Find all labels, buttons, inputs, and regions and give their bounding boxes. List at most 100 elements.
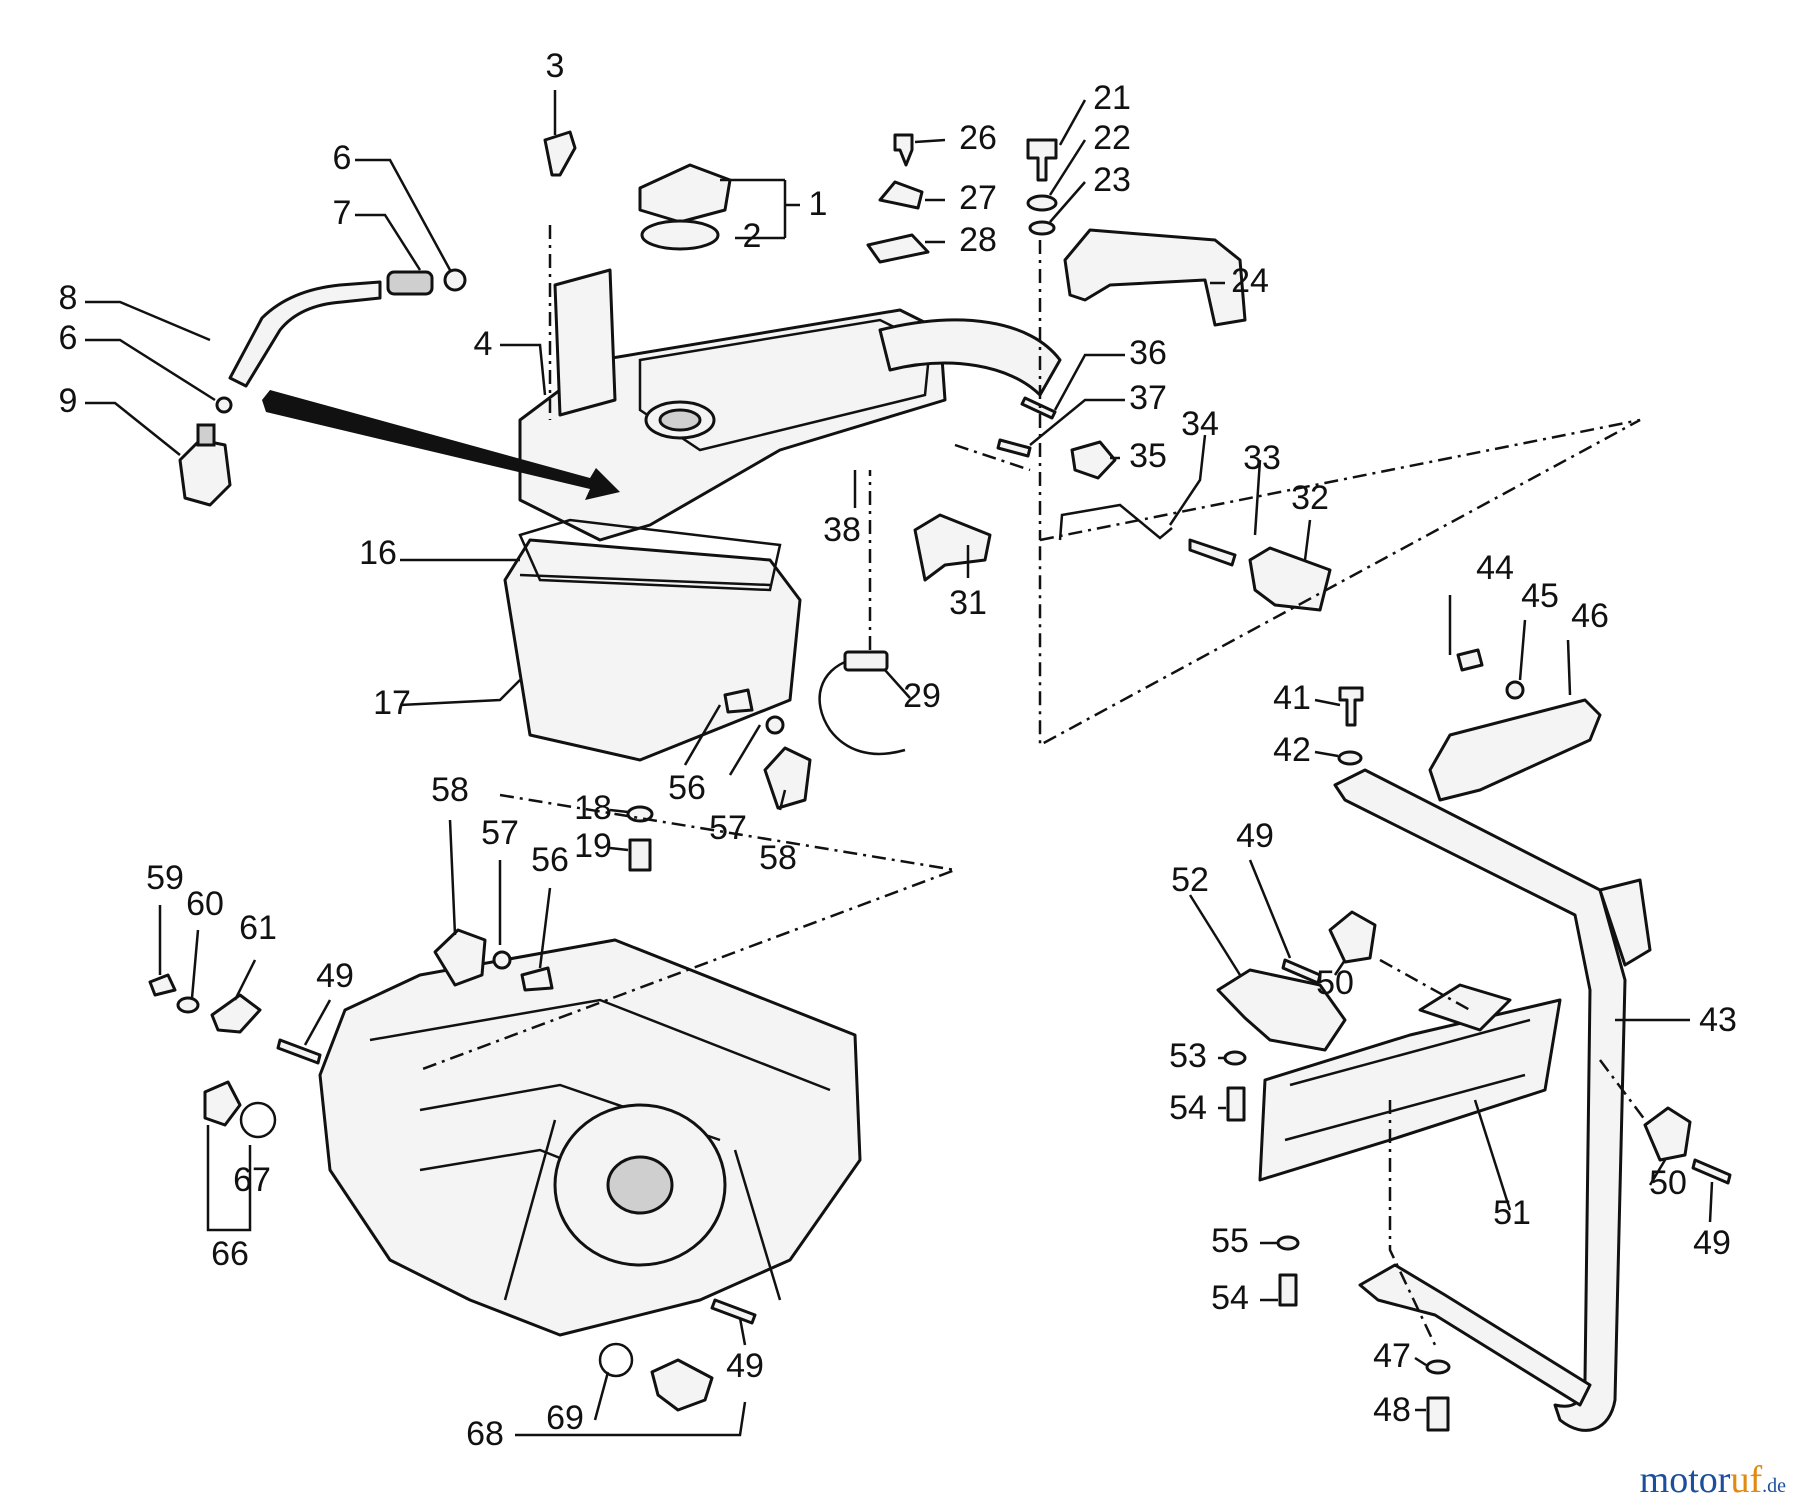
label-9: 9 bbox=[59, 382, 78, 420]
plug-66 bbox=[203, 1080, 242, 1127]
watermark: motoruf.de bbox=[1640, 1458, 1786, 1502]
leader-lines bbox=[85, 90, 1714, 1437]
label-33: 33 bbox=[1243, 439, 1281, 477]
part-labels: 1 2 3 4 6 6 7 8 9 16 17 18 19 21 22 23 2… bbox=[59, 47, 1737, 1453]
plate-28 bbox=[866, 233, 930, 264]
label-53: 53 bbox=[1169, 1037, 1207, 1075]
label-67: 67 bbox=[233, 1161, 271, 1199]
label-31: 31 bbox=[949, 584, 987, 622]
vent-plug bbox=[543, 130, 577, 177]
bolt-59 bbox=[148, 973, 177, 997]
label-34: 34 bbox=[1181, 405, 1219, 443]
washer-53 bbox=[1223, 1050, 1247, 1066]
washer-47 bbox=[1425, 1359, 1451, 1375]
tank-cap bbox=[638, 163, 732, 251]
buffer-58a bbox=[763, 746, 812, 810]
clip-27 bbox=[878, 180, 924, 210]
ring-67 bbox=[239, 1101, 277, 1139]
switch-35 bbox=[1070, 440, 1117, 480]
clamp-61 bbox=[210, 993, 262, 1034]
fitting-68 bbox=[650, 1358, 714, 1412]
crankcase bbox=[318, 938, 862, 1337]
label-50b: 50 bbox=[1649, 1164, 1687, 1202]
label-55: 55 bbox=[1211, 1222, 1249, 1260]
watermark-suffix: .de bbox=[1762, 1475, 1786, 1497]
label-28: 28 bbox=[959, 221, 997, 259]
label-51: 51 bbox=[1493, 1194, 1531, 1232]
label-49b: 49 bbox=[1236, 817, 1274, 855]
label-59: 59 bbox=[146, 859, 184, 897]
label-3: 3 bbox=[546, 47, 565, 85]
label-36: 36 bbox=[1129, 334, 1167, 372]
label-41: 41 bbox=[1273, 679, 1311, 717]
label-6b: 6 bbox=[59, 319, 78, 357]
label-54b: 54 bbox=[1211, 1279, 1249, 1317]
watermark-accent: uf bbox=[1730, 1459, 1763, 1501]
label-27: 27 bbox=[959, 179, 997, 217]
label-49a: 49 bbox=[316, 957, 354, 995]
label-49d: 49 bbox=[1693, 1224, 1731, 1262]
label-49c: 49 bbox=[726, 1347, 764, 1385]
label-26: 26 bbox=[959, 119, 997, 157]
pointer-arrow bbox=[262, 390, 620, 500]
watermark-main: motor bbox=[1639, 1459, 1731, 1501]
label-19: 19 bbox=[574, 827, 612, 865]
label-4: 4 bbox=[474, 325, 493, 363]
label-54a: 54 bbox=[1169, 1089, 1207, 1127]
label-38: 38 bbox=[823, 511, 861, 549]
label-29: 29 bbox=[903, 677, 941, 715]
label-43: 43 bbox=[1699, 1001, 1737, 1039]
front-handle-assembly bbox=[1216, 698, 1652, 1432]
stud-49a bbox=[276, 1038, 322, 1065]
label-16: 16 bbox=[359, 534, 397, 572]
buffer-50a bbox=[1328, 910, 1377, 964]
washer-60 bbox=[176, 996, 200, 1014]
washer-45 bbox=[1505, 680, 1525, 700]
label-69: 69 bbox=[546, 1399, 584, 1437]
label-1: 1 bbox=[809, 185, 828, 223]
washer-55 bbox=[1276, 1235, 1300, 1251]
screw-26 bbox=[893, 133, 914, 167]
bolt-44 bbox=[1456, 648, 1484, 672]
label-24: 24 bbox=[1231, 262, 1269, 300]
label-66: 66 bbox=[211, 1235, 249, 1273]
label-68: 68 bbox=[466, 1415, 504, 1453]
ring-69 bbox=[598, 1342, 634, 1378]
label-6a: 6 bbox=[333, 139, 352, 177]
label-56b: 56 bbox=[531, 841, 569, 879]
label-8: 8 bbox=[59, 279, 78, 317]
washer-57b bbox=[492, 950, 512, 970]
label-21: 21 bbox=[1093, 79, 1131, 117]
bolt-56a bbox=[723, 688, 754, 714]
rear-handle-24 bbox=[1063, 228, 1247, 327]
rod-34 bbox=[1058, 503, 1173, 541]
washer-42 bbox=[1337, 750, 1363, 766]
label-35: 35 bbox=[1129, 437, 1167, 475]
spring-33 bbox=[1188, 538, 1237, 567]
label-52: 52 bbox=[1171, 861, 1209, 899]
label-42: 42 bbox=[1273, 731, 1311, 769]
bolt-21 bbox=[1026, 138, 1058, 182]
label-61: 61 bbox=[239, 909, 277, 947]
cable-29 bbox=[818, 658, 906, 756]
label-56a: 56 bbox=[668, 769, 706, 807]
stud-49c bbox=[1281, 958, 1322, 985]
washer-57a bbox=[765, 715, 785, 735]
screw-19 bbox=[628, 838, 652, 872]
bolt-41 bbox=[1338, 686, 1364, 727]
label-18: 18 bbox=[574, 789, 612, 827]
label-45: 45 bbox=[1521, 577, 1559, 615]
stud-49d bbox=[1691, 1158, 1732, 1185]
washer-22 bbox=[1026, 194, 1058, 212]
label-57a: 57 bbox=[709, 809, 747, 847]
label-44: 44 bbox=[1476, 549, 1514, 587]
label-23: 23 bbox=[1093, 161, 1131, 199]
buffer-50b bbox=[1643, 1106, 1692, 1162]
bolt-54b bbox=[1278, 1273, 1298, 1307]
label-60: 60 bbox=[186, 885, 224, 923]
pin-36 bbox=[1020, 396, 1057, 420]
stud-49b bbox=[710, 1298, 757, 1325]
label-50a: 50 bbox=[1316, 964, 1354, 1002]
label-22: 22 bbox=[1093, 119, 1131, 157]
